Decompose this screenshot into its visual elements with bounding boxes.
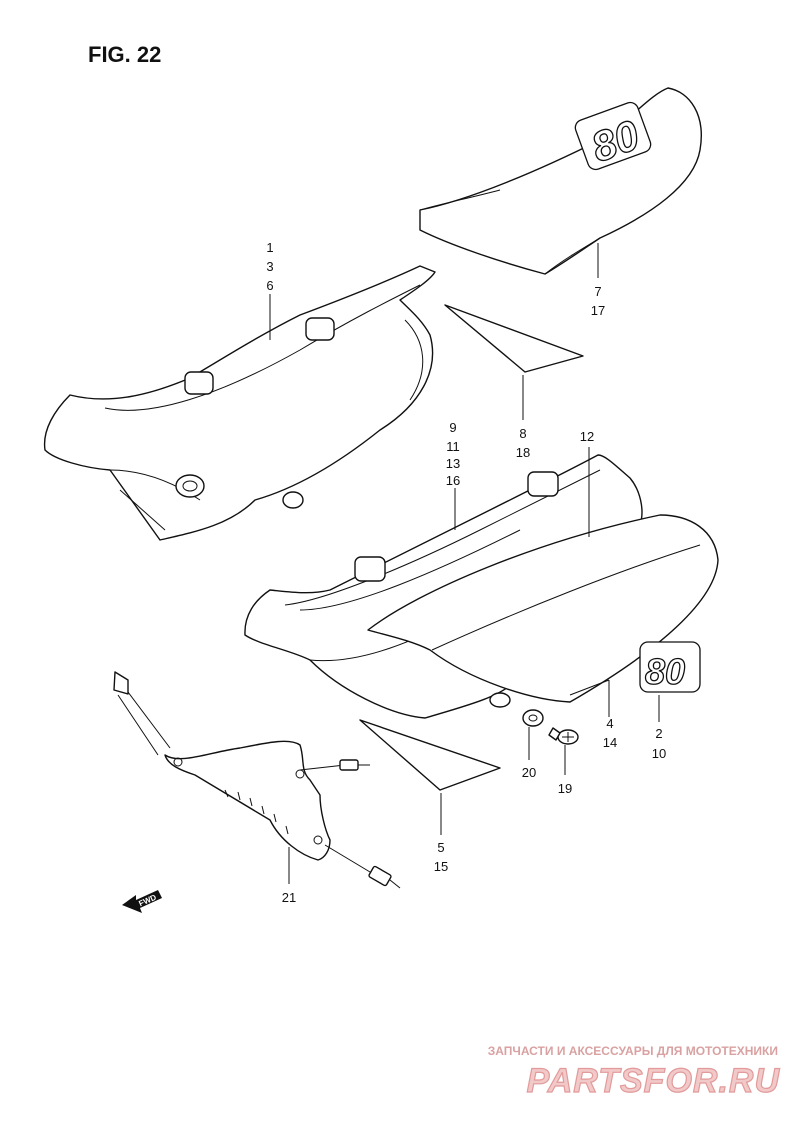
seat-80-emblem: 80: [574, 101, 652, 172]
watermark: ЗАПЧАСТИ И АКСЕССУАРЫ ДЛЯ МОТОТЕХНИКИ PA…: [488, 1044, 781, 1101]
callout-number: 4: [606, 716, 613, 731]
leader-lines: [269, 243, 660, 884]
bracket-part: [113, 671, 401, 889]
watermark-brand: PARTSFOR.RU: [527, 1062, 781, 1100]
callout-screw: 19: [558, 781, 572, 796]
callout-cover-mark: 12: [580, 429, 594, 444]
callout-lower-pad: 5 15: [434, 840, 448, 874]
callout-frame-cover-right: 9 11 13 16: [446, 420, 460, 488]
callout-number: 21: [282, 890, 296, 905]
callout-number: 12: [580, 429, 594, 444]
callout-number: 14: [603, 735, 617, 750]
fwd-label: FWD: [137, 893, 158, 909]
callout-number: 1: [266, 240, 273, 255]
callout-grommet: 20: [522, 765, 536, 780]
callout-number: 18: [516, 445, 530, 460]
callout-number: 3: [266, 259, 273, 274]
seat-pad-part: [444, 304, 584, 373]
callout-number: 6: [266, 278, 273, 293]
lower-pad-part: [359, 719, 501, 791]
side-panel-part: [367, 514, 719, 703]
frame-cover-left-part: [43, 265, 436, 541]
callout-number: 9: [449, 420, 456, 435]
callout-side-panel: 4 14: [603, 716, 617, 750]
callout-number: 5: [437, 840, 444, 855]
callout-bracket: 21: [282, 890, 296, 905]
screw-part: [548, 727, 579, 745]
callout-number: 13: [446, 456, 460, 471]
callout-number: 2: [655, 726, 662, 741]
callout-number: 15: [434, 859, 448, 874]
callout-frame-cover-left: 1 3 6: [266, 240, 273, 293]
callout-number: 8: [519, 426, 526, 441]
callout-seat-pad: 8 18: [516, 426, 530, 460]
callout-seat: 7 17: [591, 284, 605, 318]
figure-title: FIG. 22: [88, 42, 161, 67]
callout-number: 20: [522, 765, 536, 780]
side-80-emblem: 80: [639, 641, 701, 693]
callout-number: 17: [591, 303, 605, 318]
watermark-tagline: ЗАПЧАСТИ И АКСЕССУАРЫ ДЛЯ МОТОТЕХНИКИ: [488, 1044, 778, 1058]
grommet-part: [522, 709, 544, 727]
callout-emblem: 2 10: [652, 726, 666, 761]
callout-number: 7: [594, 284, 601, 299]
callout-number: 19: [558, 781, 572, 796]
callout-number: 16: [446, 473, 460, 488]
callout-number: 11: [446, 439, 460, 454]
seat-part: 80: [419, 87, 702, 275]
side-emblem-text: 80: [645, 651, 685, 692]
callout-number: 10: [652, 746, 666, 761]
fwd-arrow-icon: FWD: [122, 890, 162, 913]
